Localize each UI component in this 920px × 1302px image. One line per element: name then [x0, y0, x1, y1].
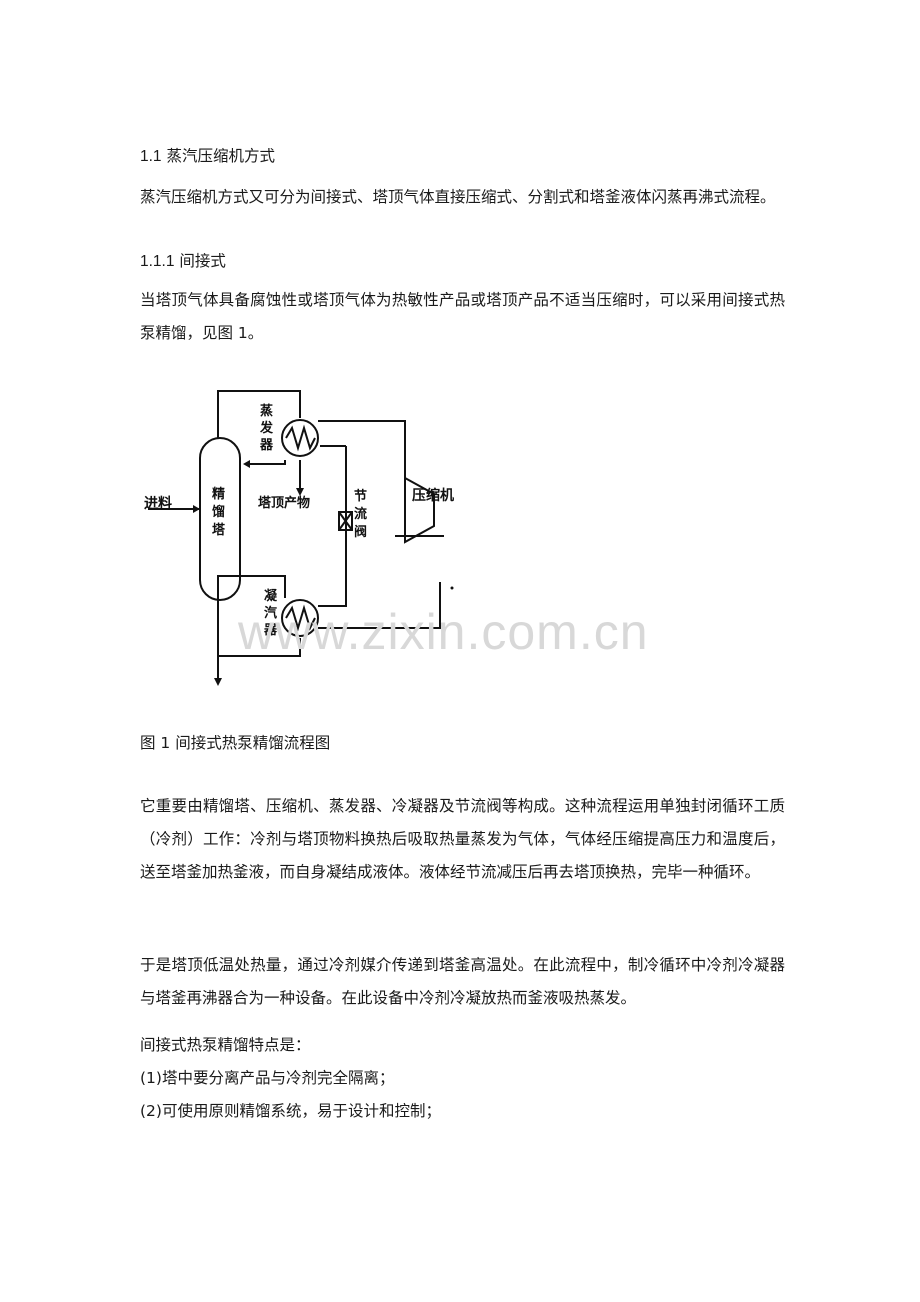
feed-label: 进料 — [144, 495, 172, 512]
figure-caption: 图 1 间接式热泵精馏流程图 — [140, 734, 331, 752]
paragraph-2: 它重要由精馏塔、压缩机、蒸发器、冷凝器及节流阀等构成。这种流程运用单独封闭循环工… — [140, 797, 785, 881]
column-label-3: 塔 — [212, 522, 226, 538]
compressor-label: 压缩机 — [412, 487, 454, 504]
throttle-valve-shape — [338, 511, 353, 531]
evaporator-shape — [281, 419, 319, 457]
paragraph-1: 当塔顶气体具备腐蚀性或塔顶气体为热敏性产品或塔顶产品不适当压缩时，可以采用间接式… — [140, 291, 785, 342]
feature-item-2: (2)可使用原则精馏系统，易于设计和控制； — [140, 1102, 441, 1120]
subsection-number: 1.1.1 — [140, 253, 175, 270]
column-label-1: 精 — [212, 486, 225, 502]
condenser-shape — [281, 599, 319, 637]
evaporator-label-3: 器 — [259, 438, 274, 453]
intro-paragraph: 蒸汽压缩机方式又可分为间接式、塔顶气体直接压缩式、分割式和塔釜液体闪蒸再沸式流程… — [140, 188, 776, 206]
paragraph-3: 于是塔顶低温处热量，通过冷剂媒介传递到塔釜高温处。在此流程中，制冷循环中冷剂冷凝… — [140, 956, 785, 1007]
watermark: www.zixin.com.cn — [238, 604, 649, 660]
valve-label-1: 节 — [354, 488, 367, 504]
top-product-label: 塔顶产物 — [258, 495, 310, 511]
subsection-heading: 1.1.1 间接式 — [140, 251, 226, 272]
condenser-label-3: 器 — [263, 623, 278, 638]
section-title: 蒸汽压缩机方式 — [166, 147, 276, 165]
compressor-shape — [404, 476, 435, 544]
section-number: 1.1 — [140, 148, 162, 165]
distillation-column-shape — [199, 437, 241, 601]
heat-pump-flow-diagram: 进料 精 馏 塔 蒸 发 器 塔顶产物 节 流 阀 压缩机 凝 汽 器 — [144, 390, 454, 686]
column-label-2: 馏 — [211, 504, 225, 520]
features-title: 间接式热泵精馏特点是： — [140, 1036, 311, 1054]
section-heading: 1.1 蒸汽压缩机方式 — [140, 146, 275, 167]
subsection-title: 间接式 — [179, 252, 226, 270]
condenser-label-1: 凝 — [264, 588, 278, 604]
valve-label-3: 阀 — [354, 524, 367, 540]
valve-label-2: 流 — [354, 506, 367, 522]
evaporator-label-1: 蒸 — [260, 403, 273, 419]
condenser-label-2: 汽 — [264, 605, 277, 621]
evaporator-label-2: 发 — [259, 420, 274, 436]
feature-item-1: (1)塔中要分离产品与冷剂完全隔离； — [140, 1069, 395, 1087]
